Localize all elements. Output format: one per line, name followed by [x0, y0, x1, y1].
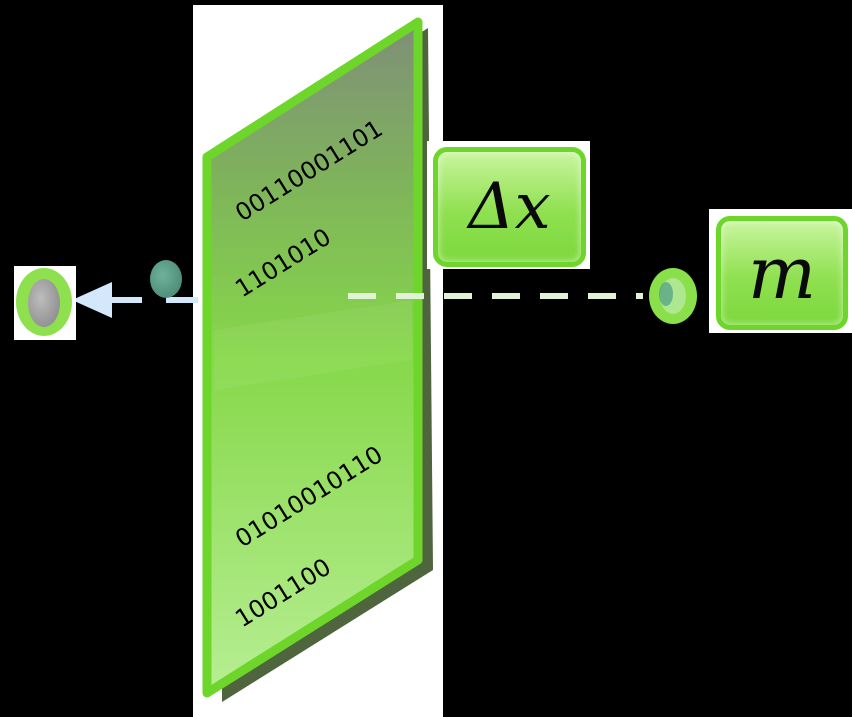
- delta-x-text: Δx: [468, 170, 551, 244]
- output-particle: [28, 279, 60, 327]
- binary-panel: [202, 17, 423, 698]
- outgoing-arrow-head: [72, 282, 112, 318]
- delta-x-label: Δx: [433, 147, 586, 267]
- mass-text: m: [747, 231, 817, 315]
- incoming-particle-shade: [659, 282, 673, 306]
- transmitted-particle: [150, 260, 182, 298]
- panel-highlight: [214, 300, 412, 390]
- mass-label: m: [716, 216, 848, 330]
